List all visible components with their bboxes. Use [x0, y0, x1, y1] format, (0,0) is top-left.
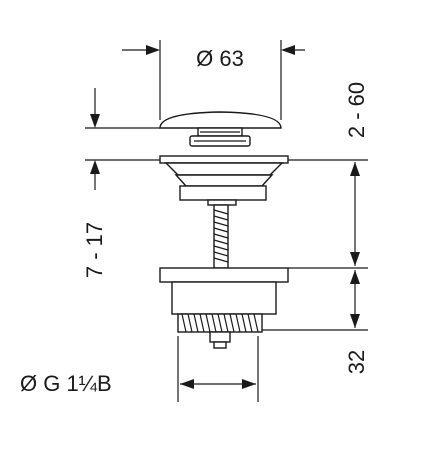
bottom-nut: [209, 331, 231, 343]
upper-flange: [159, 155, 289, 164]
seal-base: [179, 185, 267, 201]
stroke-range-dimension: 2 - 60: [288, 82, 369, 269]
top-diameter-dimension: Ø 63: [122, 40, 305, 120]
valve-cap: [159, 111, 282, 129]
arrow-left: [281, 45, 295, 55]
thread-height-dimension: 32: [262, 270, 369, 374]
stem-thread-lines: [213, 209, 229, 263]
arrow-up: [350, 270, 360, 284]
seal-ring-2: [174, 174, 274, 187]
arrow-down: [350, 252, 360, 266]
bottom-tip: [213, 341, 227, 349]
arrow-left: [180, 379, 194, 389]
arrow-down: [350, 314, 360, 328]
stem-top: [207, 199, 237, 206]
arrow-right: [242, 379, 256, 389]
arrow-up: [90, 160, 100, 174]
seal-ring-1: [164, 162, 284, 176]
arrow-down: [90, 114, 100, 128]
stroke-range-label: 2 - 60: [344, 82, 369, 138]
body-housing: [171, 281, 277, 315]
drain-valve: [159, 111, 289, 349]
thread-lines: [181, 313, 259, 333]
thread-size-dimension: Ø G 1¼B: [20, 336, 259, 402]
arrow-up: [350, 162, 360, 176]
top-diameter-label: Ø 63: [196, 46, 244, 71]
gap-range-label: 7 - 17: [82, 222, 107, 278]
arrow-right: [146, 45, 160, 55]
thread-size-label: Ø G 1¼B: [20, 371, 112, 396]
lower-flange: [159, 267, 289, 283]
gap-range-dimension: 7 - 17: [82, 88, 160, 278]
thread-height-label: 32: [344, 350, 369, 374]
